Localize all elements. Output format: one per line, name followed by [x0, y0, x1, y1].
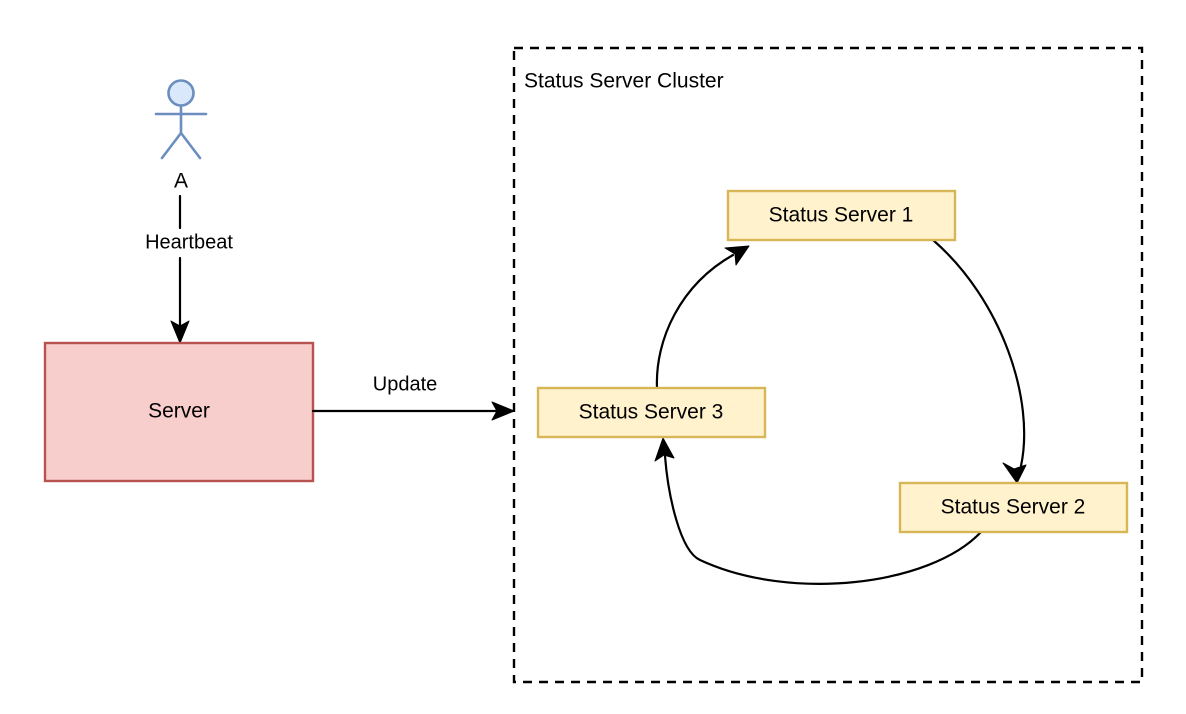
actor-a[interactable]: A	[154, 79, 208, 193]
edge-update[interactable]: Update	[311, 373, 515, 421]
edge-ss3-to-ss1[interactable]	[655, 245, 750, 390]
node-server[interactable]: Server	[43, 341, 315, 483]
edge-ss2-to-ss3-arrowhead	[654, 437, 675, 462]
edge-ss1-to-ss2-arrowhead	[1002, 462, 1027, 484]
node-status-server-3[interactable]: Status Server 3	[536, 386, 767, 439]
actor-left-leg-icon	[160, 131, 183, 160]
node-status-server-2-label: Status Server 2	[941, 496, 1086, 519]
edge-ss3-to-ss1-arrowhead	[724, 245, 750, 266]
status-server-cluster-group[interactable]: Status Server Cluster	[512, 46, 1144, 684]
edge-update-arrowhead	[491, 401, 515, 421]
node-status-server-3-box[interactable]	[536, 386, 767, 439]
actor-right-leg-icon	[179, 131, 202, 160]
edge-ss2-to-ss3-line	[663, 454, 983, 585]
status-server-cluster-label: Status Server Cluster	[524, 70, 724, 93]
node-server-box[interactable]	[43, 341, 315, 483]
edge-heartbeat-arrowhead	[170, 320, 190, 344]
node-server-label: Server	[148, 400, 210, 423]
edge-ss1-to-ss2-line	[931, 238, 1026, 468]
node-status-server-2[interactable]: Status Server 2	[898, 481, 1129, 534]
edge-ss3-to-ss1-line	[655, 253, 735, 390]
edge-heartbeat[interactable]: Heartbeat	[145, 194, 233, 344]
actor-stick-figure-icon	[154, 79, 208, 160]
actor-head-icon	[167, 79, 195, 107]
status-server-cluster-border[interactable]	[512, 46, 1144, 684]
edge-ss1-to-ss2[interactable]	[931, 238, 1027, 484]
edge-ss2-to-ss3[interactable]	[654, 437, 983, 585]
edge-heartbeat-label: Heartbeat	[145, 231, 233, 253]
actor-label: A	[174, 170, 188, 193]
edge-update-label: Update	[373, 373, 438, 395]
node-status-server-1-label: Status Server 1	[769, 204, 914, 227]
node-status-server-3-label: Status Server 3	[579, 401, 724, 424]
node-status-server-2-box[interactable]	[898, 481, 1129, 534]
node-status-server-1[interactable]: Status Server 1	[726, 189, 957, 242]
node-status-server-1-box[interactable]	[726, 189, 957, 242]
